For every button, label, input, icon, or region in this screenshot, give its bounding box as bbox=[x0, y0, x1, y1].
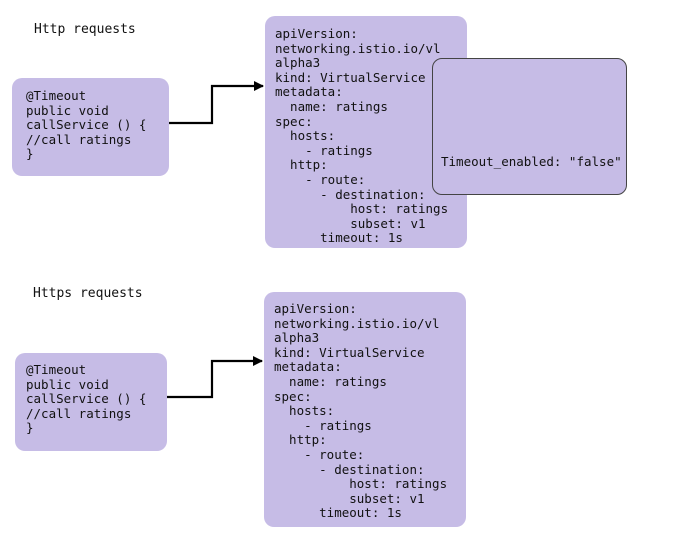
https-virtualservice-yaml-box: apiVersion: networking.istio.io/vl alpha… bbox=[264, 292, 466, 527]
https-virtualservice-yaml: apiVersion: networking.istio.io/vl alpha… bbox=[274, 301, 448, 521]
timeout-enabled-overlay-box: Timeout_enabled: "false" bbox=[432, 58, 627, 195]
https-arrow bbox=[167, 356, 263, 399]
timeout-enabled-label: Timeout_enabled: "false" bbox=[441, 154, 622, 169]
http-arrow bbox=[169, 81, 264, 125]
https-java-code: @Timeout public void callService () { //… bbox=[26, 362, 147, 436]
https-java-code-box: @Timeout public void callService () { //… bbox=[15, 353, 167, 451]
http-requests-heading: Http requests bbox=[34, 22, 136, 37]
http-java-code-box: @Timeout public void callService () { //… bbox=[12, 78, 169, 176]
http-virtualservice-yaml: apiVersion: networking.istio.io/vl alpha… bbox=[275, 26, 449, 246]
http-java-code: @Timeout public void callService () { //… bbox=[26, 88, 147, 162]
https-requests-heading: Https requests bbox=[33, 286, 143, 301]
